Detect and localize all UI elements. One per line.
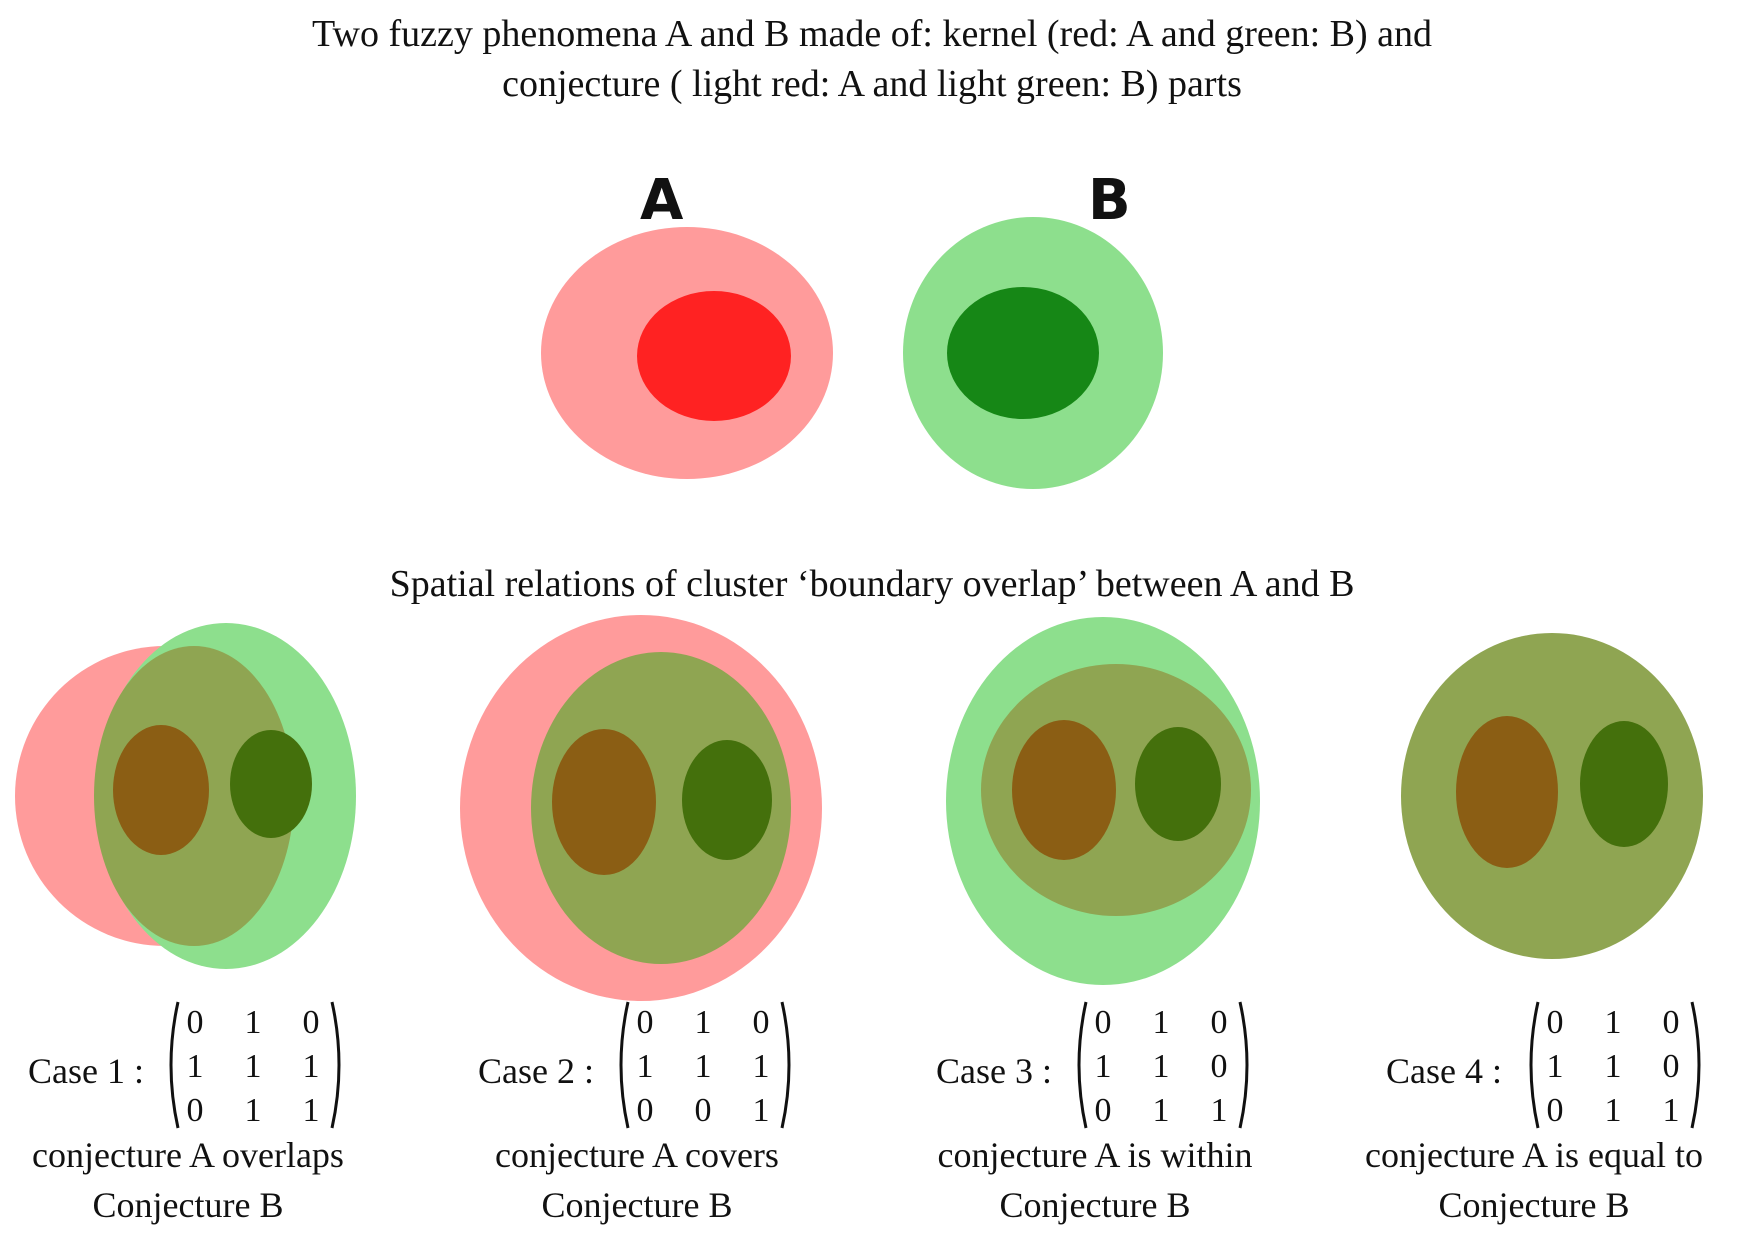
matrix-cell: 0 xyxy=(1662,1004,1680,1041)
matrix-cell: 0 xyxy=(752,1004,770,1041)
matrix-cell: 1 xyxy=(1152,1048,1170,1085)
right-paren xyxy=(330,1001,341,1129)
matrix-cell: 1 xyxy=(752,1092,770,1129)
matrix-cell: 0 xyxy=(636,1092,654,1129)
case-4-figure xyxy=(1401,633,1703,959)
description-line-1: conjecture A covers xyxy=(495,1135,779,1175)
matrix-cell: 1 xyxy=(694,1048,712,1085)
case-matrix: 0 1 0 1 1 0 0 1 1 xyxy=(1522,1000,1702,1130)
matrix-cell: 0 xyxy=(302,1004,320,1041)
kernel-a xyxy=(1456,716,1558,868)
case-label: Case 2 : xyxy=(478,1051,594,1091)
matrix-cell: 0 xyxy=(186,1004,204,1041)
kernel-b xyxy=(230,730,312,838)
matrix-cell: 0 xyxy=(1546,1004,1564,1041)
phenomenon-b xyxy=(903,217,1163,489)
left-paren xyxy=(619,1001,630,1129)
description-line-2: Conjecture B xyxy=(999,1185,1191,1225)
matrix-cell: 0 xyxy=(1094,1092,1112,1129)
matrix-cell: 0 xyxy=(186,1092,204,1129)
description-line-2: Conjecture B xyxy=(1438,1185,1630,1225)
case-description: conjecture A is within Conjecture B xyxy=(885,1130,1305,1230)
matrix-cell: 0 xyxy=(1210,1004,1228,1041)
kernel-b xyxy=(1135,727,1221,841)
right-paren xyxy=(780,1001,791,1129)
matrix-cell: 1 xyxy=(752,1048,770,1085)
case-description: conjecture A is equal to Conjecture B xyxy=(1324,1130,1744,1230)
description-line-1: conjecture A overlaps xyxy=(32,1135,344,1175)
matrix-cell: 0 xyxy=(1546,1092,1564,1129)
matrix-cell: 1 xyxy=(1662,1092,1680,1129)
kernel-a xyxy=(637,291,791,421)
description-line-2: Conjecture B xyxy=(541,1185,733,1225)
phenomenon-a xyxy=(541,227,833,479)
case-2-figure xyxy=(460,615,822,1001)
case-description: conjecture A covers Conjecture B xyxy=(427,1130,847,1230)
matrix-cell: 0 xyxy=(1094,1004,1112,1041)
matrix-cell: 1 xyxy=(244,1004,262,1041)
case-matrix: 0 1 0 1 1 1 0 0 1 xyxy=(612,1000,792,1130)
matrix-cell: 1 xyxy=(1094,1048,1112,1085)
kernel-a xyxy=(1012,720,1116,860)
matrix-cell: 0 xyxy=(694,1092,712,1129)
left-paren xyxy=(1077,1001,1088,1129)
matrix-cell: 0 xyxy=(1210,1048,1228,1085)
matrix-cell: 1 xyxy=(244,1092,262,1129)
description-line-1: conjecture A is within xyxy=(937,1135,1253,1175)
matrix-cell: 1 xyxy=(1210,1092,1228,1129)
phenomenon-a-label: A xyxy=(640,168,684,233)
matrix-cell: 1 xyxy=(302,1048,320,1085)
matrix-cell: 1 xyxy=(1604,1004,1622,1041)
case-3-figure xyxy=(946,617,1260,985)
matrix-cell: 1 xyxy=(244,1048,262,1085)
matrix-cell: 1 xyxy=(302,1092,320,1129)
kernel-a xyxy=(113,725,209,855)
right-paren xyxy=(1690,1001,1701,1129)
matrix-cell: 1 xyxy=(1546,1048,1564,1085)
subtitle: Spatial relations of cluster ‘boundary o… xyxy=(389,563,1355,605)
matrix-cell: 1 xyxy=(694,1004,712,1041)
case-description: conjecture A overlaps Conjecture B xyxy=(0,1130,398,1230)
case-label: Case 4 : xyxy=(1386,1051,1502,1091)
case-label: Case 1 : xyxy=(28,1051,144,1091)
matrix-cell: 1 xyxy=(1152,1004,1170,1041)
matrix-cell: 0 xyxy=(1662,1048,1680,1085)
case-matrix: 0 1 0 1 1 0 0 1 1 xyxy=(1070,1000,1250,1130)
matrix-cell: 1 xyxy=(186,1048,204,1085)
kernel-b xyxy=(682,740,772,860)
matrix-cell: 1 xyxy=(1604,1048,1622,1085)
case-matrix: 0 1 0 1 1 1 0 1 1 xyxy=(162,1000,342,1130)
title-line-2: conjecture ( light red: A and light gree… xyxy=(502,63,1242,105)
kernel-a xyxy=(552,729,656,875)
left-paren xyxy=(169,1001,180,1129)
phenomenon-b-label: B xyxy=(1088,168,1131,233)
description-line-2: Conjecture B xyxy=(92,1185,284,1225)
description-line-1: conjecture A is equal to xyxy=(1365,1135,1703,1175)
left-paren xyxy=(1529,1001,1540,1129)
kernel-b xyxy=(947,287,1099,419)
case-label: Case 3 : xyxy=(936,1051,1052,1091)
matrix-cell: 1 xyxy=(1604,1092,1622,1129)
kernel-b xyxy=(1580,721,1668,847)
matrix-cell: 0 xyxy=(636,1004,654,1041)
case-1-figure xyxy=(15,623,356,969)
matrix-cell: 1 xyxy=(1152,1092,1170,1129)
right-paren xyxy=(1238,1001,1249,1129)
matrix-cell: 1 xyxy=(636,1048,654,1085)
title-line-1: Two fuzzy phenomena A and B made of: ker… xyxy=(311,13,1433,55)
